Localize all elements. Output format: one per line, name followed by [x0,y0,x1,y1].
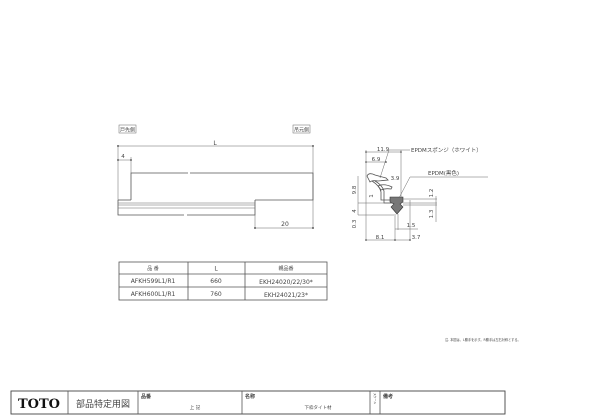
dim-6-9: 6.9 [372,157,381,163]
dim-9-8: 9.8 [352,185,358,194]
left-offset-label: 4 [121,154,125,160]
name-label: 名称 [245,393,255,400]
table-cell: EKH24021/23* [264,292,308,299]
name-value: 下枠タイト材 [305,404,332,411]
dim-4: 4 [352,209,358,213]
black-callout-leader [398,176,411,199]
table-cell: AFKH600L1/R1 [131,291,176,298]
dim-3-9: 3.9 [391,176,400,182]
part-no-value: 上 記 [190,404,201,411]
sponge-lip-lower [377,184,393,191]
note-text: 注. 本図は、L勝手を示す。R勝手は左右対称とする。 [445,337,521,342]
dim-1-2: 1.2 [429,189,435,198]
seal-body [371,180,393,204]
scale-label: スケール [373,393,377,404]
sponge-lip-upper [366,173,389,183]
sponge-callout: EPDMスポンジ（ホワイト） [411,147,482,154]
dim-3-7: 3.7 [412,235,421,241]
parts-table: 品 番 L 親品番 AFKH599L1/R1 660 EKH24020/22/3… [118,261,328,301]
remarks-label: 備考 [383,393,393,400]
hinge-side-label: 吊元側 [294,127,309,134]
dim-11-9: 11.9 [377,147,390,153]
dim-1-5: 1.5 [407,223,416,229]
door-tip-side-label-box [118,124,137,134]
elevation-view: 戸先側 吊元側 L 4 20 [117,124,314,229]
door-tip-side-label: 戸先側 [120,127,135,134]
length-dimension-label: L [213,140,217,147]
table-cell: 660 [210,278,222,285]
part-no-label: 品番 [141,393,152,400]
dim-1-3: 1.3 [429,209,435,218]
sponge-callout-leader [379,149,390,179]
black-epdm-part [389,196,404,215]
header-parent-part-no: 親品番 [278,265,293,272]
section-view: EPDMスポンジ（ホワイト） EPDM(黒色) 11.9 6.9 3.9 9.8… [352,147,488,241]
right-offset-label: 20 [281,221,289,228]
table-cell: AFKH599L1/R1 [131,278,176,285]
hinge-side-label-box [292,124,311,134]
black-callout: EPDM(黒色) [428,169,459,177]
header-length: L [214,266,218,273]
table-cell: EKH24020/22/30* [259,279,313,286]
title-block: TOTO 部品特定用図 品番 上 記 名称 下枠タイト材 スケール 備考 [10,390,506,415]
dim-1: 1 [369,194,375,198]
dim-0-3: 0.3 [352,219,358,228]
table-cell: 760 [210,291,222,298]
dim-8-1: 8.1 [376,235,385,241]
toto-logo: TOTO [18,397,60,412]
drawing-type: 部品特定用図 [76,398,130,410]
header-part-no: 品 番 [147,265,159,272]
